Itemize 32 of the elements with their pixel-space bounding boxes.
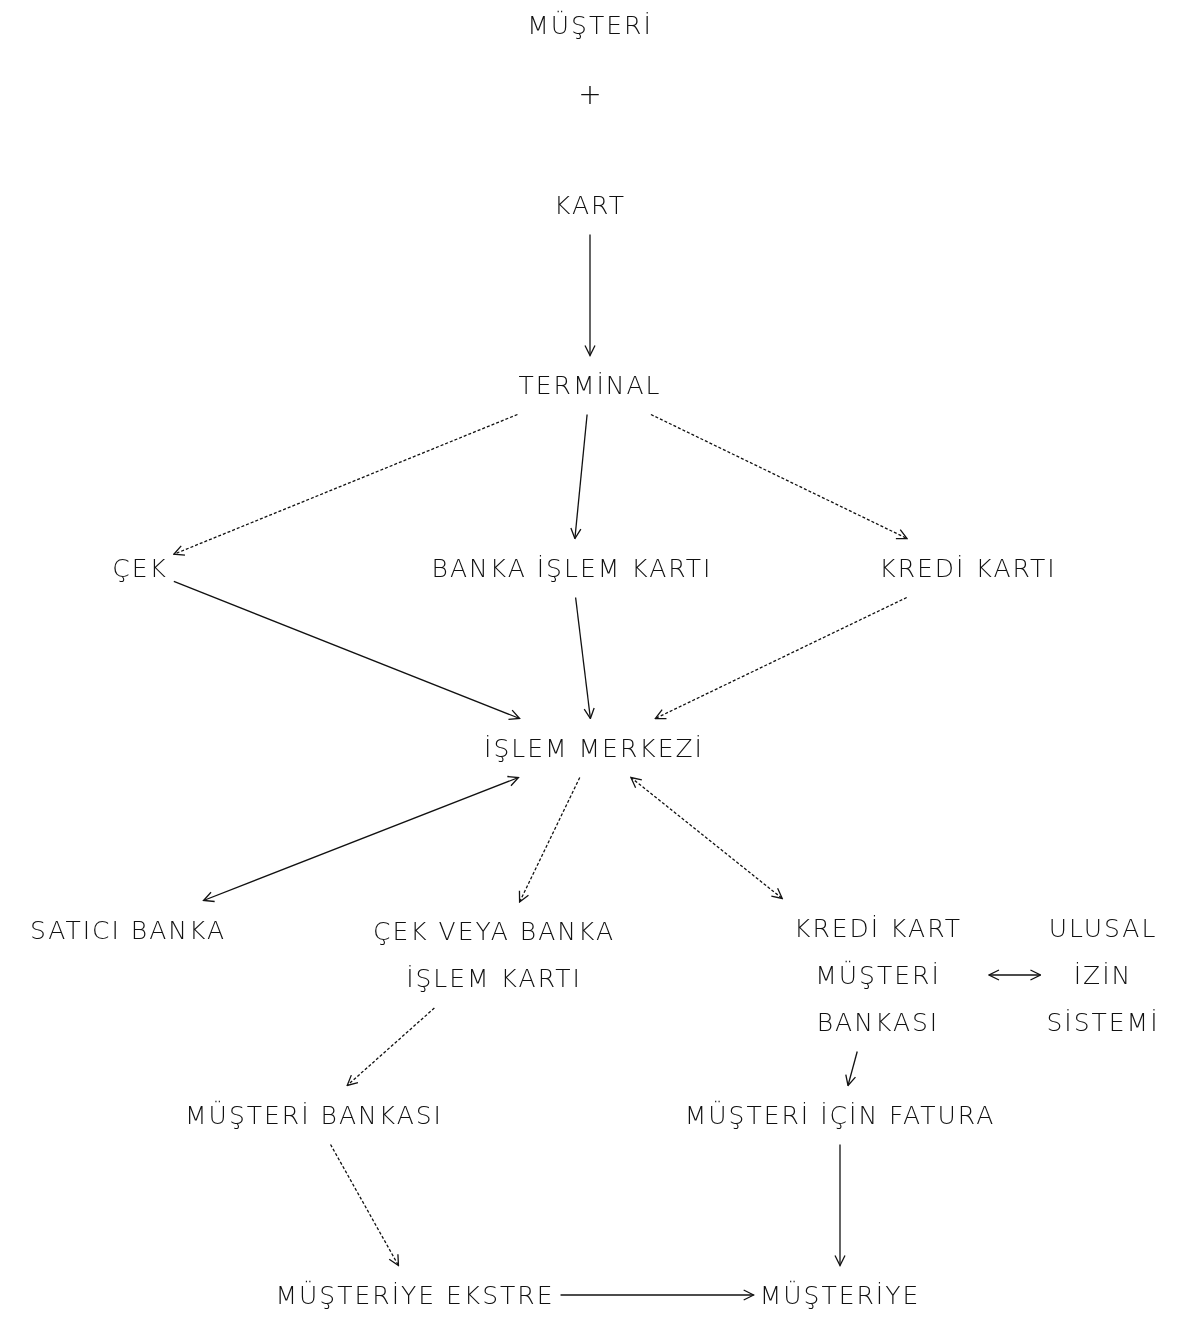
arrow — [173, 413, 519, 556]
arrow — [202, 775, 520, 903]
arrow — [574, 596, 595, 720]
node-label: MÜŞTERİYE — [759, 1279, 921, 1312]
node-label: MÜŞTERİ İÇİN FATURA — [684, 1099, 996, 1132]
arrow — [584, 233, 596, 357]
arrow — [518, 776, 581, 903]
arrow — [346, 1007, 436, 1087]
node-label: ÇEK — [112, 552, 168, 585]
node-label: SATICI BANKA — [29, 914, 227, 947]
node-label: KREDİ KARTI — [879, 552, 1057, 585]
arrow — [654, 596, 908, 720]
node-label: KREDİ KART MÜŞTERİ BANKASI — [793, 912, 963, 1039]
arrow — [559, 1289, 755, 1301]
arrow — [329, 1143, 400, 1267]
plus-sign: + — [578, 77, 602, 113]
node-label: MÜŞTERİ — [527, 9, 653, 42]
arrow — [570, 413, 588, 540]
arrow — [845, 1050, 858, 1087]
node-label: BANKA İŞLEM KARTI — [431, 552, 713, 585]
arrow — [834, 1143, 846, 1267]
node-label: ULUSAL İZİN SİSTEMİ — [1046, 912, 1160, 1039]
arrow — [173, 580, 521, 721]
node-label: İŞLEM MERKEZİ — [484, 732, 704, 765]
node-label: TERMİNAL — [518, 369, 662, 402]
node-label: KART — [554, 189, 626, 222]
node-label: ÇEK VEYA BANKA İŞLEM KARTI — [371, 916, 617, 995]
arrow — [630, 776, 783, 900]
node-label: MÜŞTERİYE EKSTRE — [275, 1279, 555, 1312]
node-label: MÜŞTERİ BANKASI — [185, 1099, 443, 1132]
arrow — [650, 413, 908, 540]
arrow — [988, 969, 1042, 981]
